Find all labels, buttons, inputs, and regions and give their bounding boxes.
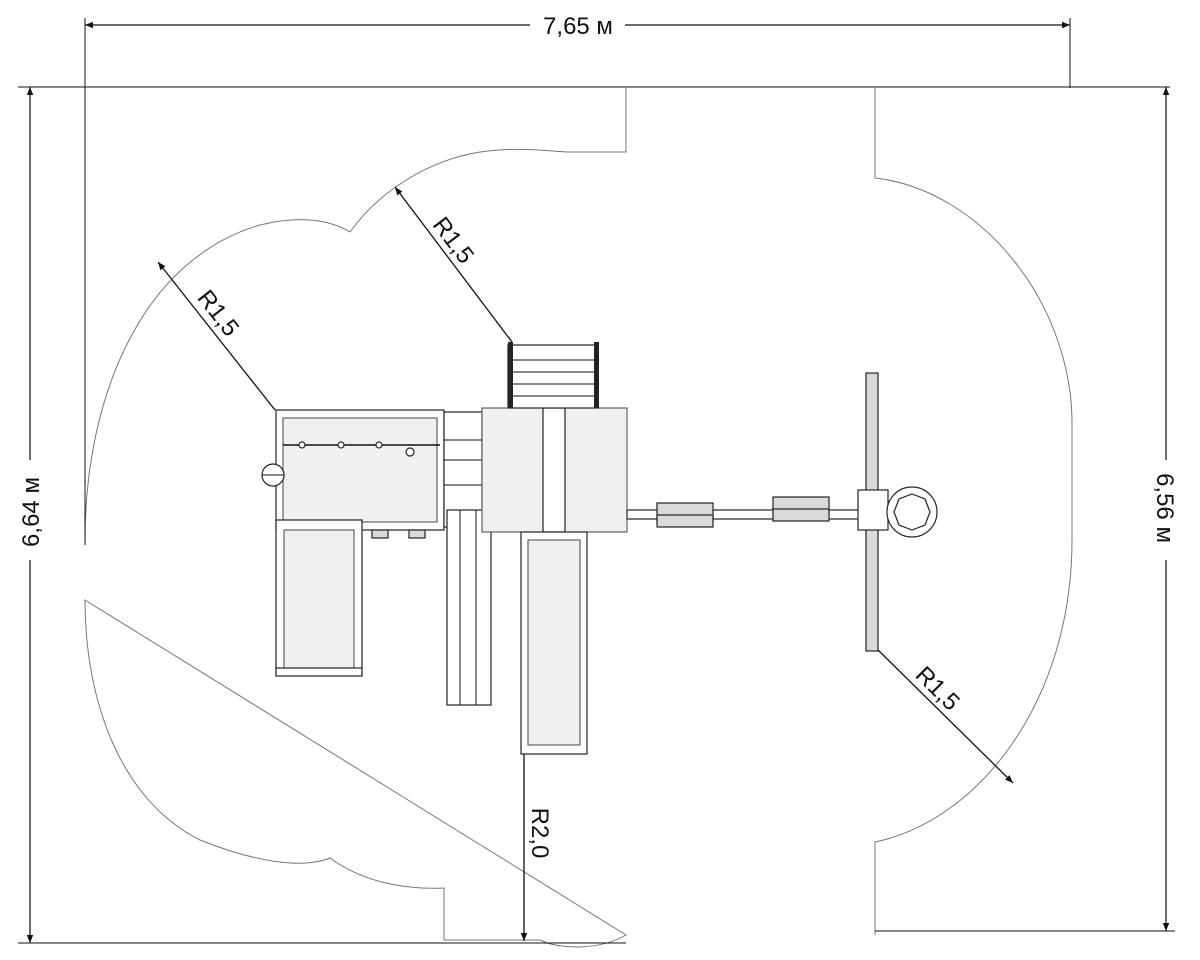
left-ramp-base	[275, 667, 363, 677]
basketball-hoop-inner	[893, 493, 931, 531]
top-ladder-rail-right	[594, 342, 599, 408]
left-deck-post-1	[298, 441, 306, 449]
top-ladder-rail-left	[508, 342, 513, 408]
radius-right-lower-line	[877, 649, 1014, 784]
swing-seat-3	[656, 514, 714, 528]
safety-zone-outline	[84, 88, 1073, 948]
left-deck-post-2	[337, 441, 345, 449]
swing-end-bracket	[857, 489, 889, 531]
swing-seat-4	[772, 508, 830, 522]
right-height-label: 6,56 м	[1151, 473, 1178, 543]
accessory-left	[371, 529, 389, 539]
radius-bottom-label: R2,0	[526, 808, 553, 859]
radius-left-upper-line	[157, 261, 276, 411]
left-deck-inner	[282, 417, 438, 523]
accessory-right	[408, 529, 426, 539]
top-ladder	[507, 344, 599, 409]
left-deck-post-3	[375, 441, 383, 449]
vertical-boards	[446, 509, 492, 706]
left-height-label: 6,64 м	[18, 477, 45, 547]
left-deck-post-4	[405, 447, 415, 457]
radius-left-upper-label: R1,5	[192, 285, 244, 342]
tower-roof-ridge	[542, 407, 566, 533]
left-ramp-inner	[283, 529, 355, 671]
slide-bed	[527, 539, 581, 746]
playset-equipment	[261, 342, 938, 755]
radius-top-line	[394, 186, 513, 343]
width-label: 7,65 м	[543, 13, 613, 40]
